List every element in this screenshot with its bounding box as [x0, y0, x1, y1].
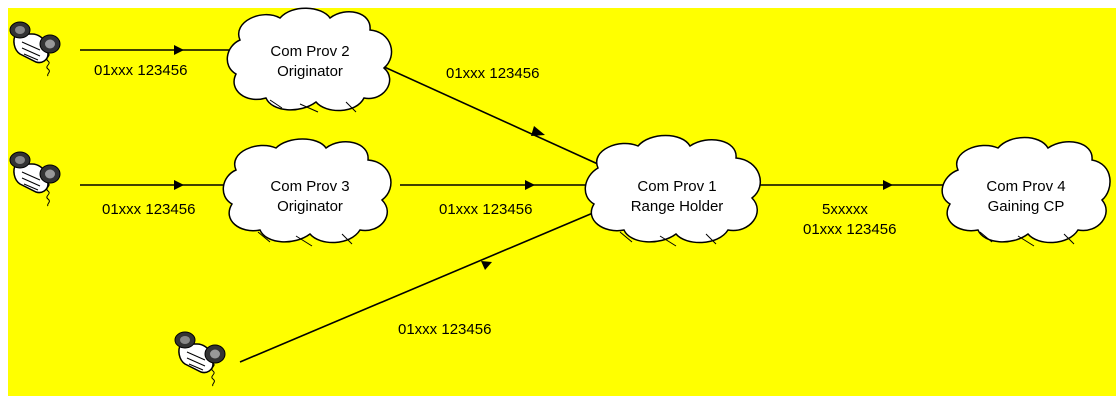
edge-label-phone1-prov2: 01xxx 123456 — [94, 62, 188, 79]
diagram-background — [8, 8, 1116, 396]
edge-label-prov2-prov1: 01xxx 123456 — [446, 65, 540, 82]
cloud-prov2 — [226, 7, 393, 113]
node-prov3: Com Prov 3 Originator — [250, 177, 370, 217]
node-prov3-name: Com Prov 3 — [270, 178, 350, 195]
arrowheads — [174, 45, 893, 270]
edge-label-phone3-prov1: 01xxx 123456 — [398, 321, 492, 338]
telephone-icon — [174, 331, 226, 387]
cloud-prov1 — [584, 134, 762, 247]
edge-label-prov3-prov1: 01xxx 123456 — [439, 201, 533, 218]
edge-label-prov1-prov4-number: 01xxx 123456 — [803, 221, 897, 238]
cloud-prov4 — [941, 136, 1111, 247]
node-prov1-name: Com Prov 1 — [637, 178, 717, 195]
telephone-icon — [9, 151, 61, 207]
telephone-icon — [9, 21, 61, 77]
node-prov3-role: Originator — [277, 198, 343, 215]
node-prov2-name: Com Prov 2 — [270, 43, 350, 60]
node-prov4-name: Com Prov 4 — [986, 178, 1066, 195]
node-prov2-role: Originator — [277, 63, 343, 80]
edge-label-phone2-prov3: 01xxx 123456 — [102, 201, 196, 218]
edge-lines — [80, 49, 950, 363]
cloud-prov3 — [222, 138, 392, 247]
node-prov4: Com Prov 4 Gaining CP — [966, 177, 1086, 217]
node-prov4-role: Gaining CP — [987, 198, 1065, 215]
node-prov1-role: Range Holder — [630, 198, 724, 215]
node-prov1: Com Prov 1 Range Holder — [612, 177, 742, 217]
edge-label-prov1-prov4-code: 5xxxxx — [822, 201, 868, 218]
node-prov2: Com Prov 2 Originator — [250, 42, 370, 82]
